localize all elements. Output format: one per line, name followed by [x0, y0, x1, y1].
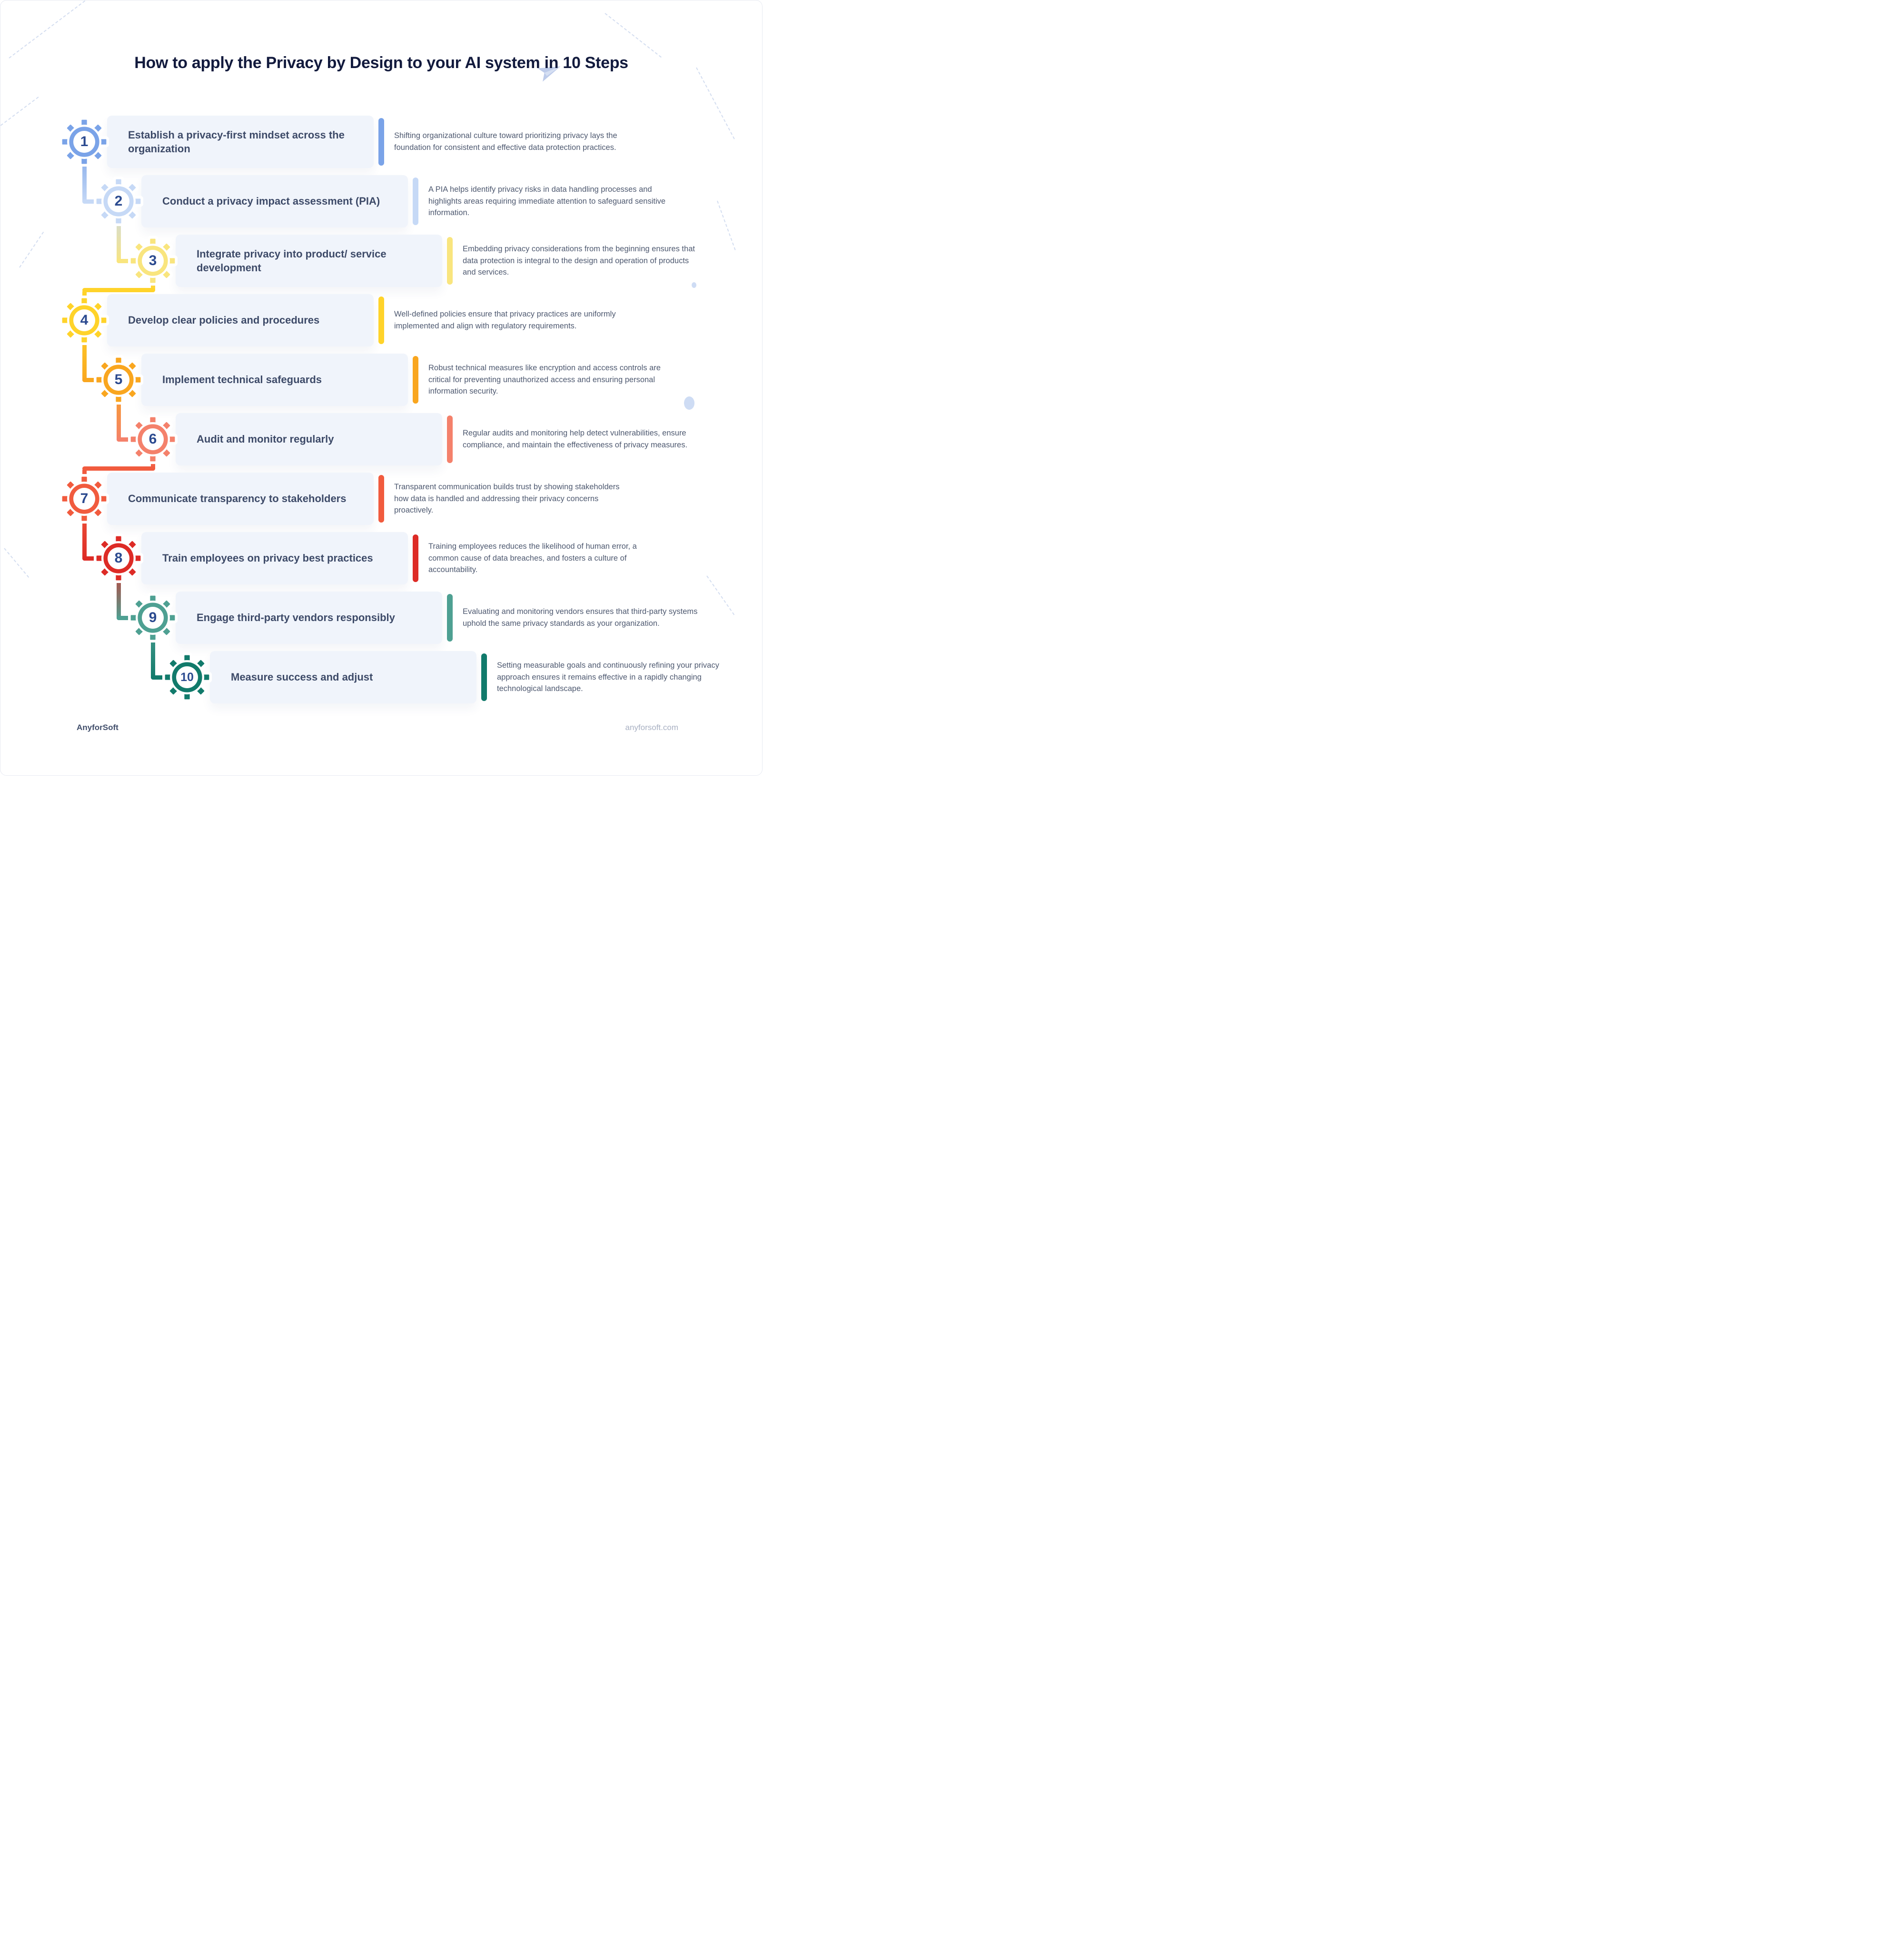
step-description: Robust technical measures like encryptio…	[428, 363, 661, 396]
step-number: 5	[114, 372, 123, 387]
gear-icon: 10	[162, 652, 212, 702]
step-row: Develop clear policies and procedures We…	[0, 294, 762, 346]
accent-bar	[378, 475, 384, 523]
step-description: Setting measurable goals and continuousl…	[497, 661, 719, 693]
step-description-wrap: Robust technical measures like encryptio…	[428, 354, 666, 406]
step-card: Engage third-party vendors responsibly	[176, 592, 442, 644]
step-title: Develop clear policies and procedures	[128, 314, 320, 326]
accent-bar	[413, 356, 418, 404]
accent-bar	[378, 296, 384, 344]
step-title: Communicate transparency to stakeholders	[128, 493, 347, 505]
gear-icon: 9	[128, 593, 178, 642]
step-description: Regular audits and monitoring help detec…	[463, 429, 688, 449]
step-row: Implement technical safeguards Robust te…	[0, 354, 762, 406]
step-number: 9	[149, 610, 157, 625]
step-description-wrap: Regular audits and monitoring help detec…	[463, 413, 701, 465]
accent-bar	[447, 594, 453, 642]
gear-icon: 8	[94, 534, 143, 583]
step-number: 4	[80, 312, 89, 328]
step-title: Conduct a privacy impact assessment (PIA…	[162, 195, 380, 208]
step-row: Integrate privacy into product/ service …	[0, 235, 762, 287]
gear-icon: 6	[128, 415, 178, 464]
step-description-wrap: Shifting organizational culture toward p…	[394, 116, 632, 168]
step-row: Engage third-party vendors responsibly E…	[0, 592, 762, 644]
accent-bar	[413, 534, 418, 582]
step-card: Train employees on privacy best practice…	[141, 532, 408, 584]
gear-icon: 5	[94, 355, 143, 405]
step-description: A PIA helps identify privacy risks in da…	[428, 185, 666, 217]
step-description-wrap: Evaluating and monitoring vendors ensure…	[463, 592, 701, 644]
step-description-wrap: Transparent communication builds trust b…	[394, 473, 632, 525]
step-description: Shifting organizational culture toward p…	[394, 131, 617, 152]
gear-icon: 7	[60, 474, 109, 524]
step-row: Train employees on privacy best practice…	[0, 532, 762, 584]
step-title: Establish a privacy-first mindset across…	[128, 128, 345, 155]
accent-bar	[481, 653, 487, 701]
step-description-wrap: Setting measurable goals and continuousl…	[497, 651, 737, 703]
dot-decor	[684, 396, 694, 410]
step-title: Implement technical safeguards	[162, 374, 322, 386]
step-card: Conduct a privacy impact assessment (PIA…	[141, 175, 408, 227]
step-card: Implement technical safeguards	[141, 354, 408, 406]
step-number: 1	[80, 134, 89, 149]
gear-icon: 4	[60, 296, 109, 345]
gear-icon: 2	[94, 177, 143, 226]
step-description-wrap: A PIA helps identify privacy risks in da…	[428, 175, 666, 227]
accent-bar	[447, 415, 453, 463]
infographic-canvas: How to apply the Privacy by Design to yo…	[0, 0, 763, 776]
step-description: Evaluating and monitoring vendors ensure…	[463, 607, 698, 628]
step-description: Training employees reduces the likelihoo…	[428, 542, 637, 574]
step-row: Measure success and adjust Setting measu…	[0, 651, 762, 703]
step-card: Integrate privacy into product/ service …	[176, 235, 442, 287]
step-number: 8	[114, 550, 123, 566]
step-description-wrap: Embedding privacy considerations from th…	[463, 235, 701, 287]
step-number: 6	[149, 431, 157, 447]
step-row: Establish a privacy-first mindset across…	[0, 116, 762, 168]
step-description: Transparent communication builds trust b…	[394, 482, 620, 515]
step-title: Audit and monitor regularly	[197, 433, 334, 445]
website-url: anyforsoft.com	[625, 723, 679, 732]
dot-decor	[692, 282, 696, 288]
step-description-wrap: Training employees reduces the likelihoo…	[428, 532, 666, 584]
step-number: 3	[149, 253, 157, 268]
page-title: How to apply the Privacy by Design to yo…	[134, 54, 628, 72]
step-title: Train employees on privacy best practice…	[162, 552, 373, 564]
step-card: Communicate transparency to stakeholders	[107, 473, 374, 525]
step-row: Conduct a privacy impact assessment (PIA…	[0, 175, 762, 227]
accent-bar	[447, 237, 453, 285]
step-number: 2	[114, 193, 123, 209]
step-card: Audit and monitor regularly	[176, 413, 442, 465]
step-number: 7	[80, 491, 89, 506]
accent-bar	[413, 178, 418, 225]
step-row: Communicate transparency to stakeholders…	[0, 473, 762, 525]
step-description: Well-defined policies ensure that privac…	[394, 310, 616, 330]
step-card: Develop clear policies and procedures	[107, 294, 374, 346]
gear-icon: 3	[128, 236, 178, 286]
brand-name: AnyforSoft	[77, 723, 119, 732]
step-card: Establish a privacy-first mindset across…	[107, 116, 374, 168]
paper-plane-icon	[537, 66, 561, 82]
step-row: Audit and monitor regularly Regular audi…	[0, 413, 762, 465]
step-card: Measure success and adjust	[210, 651, 476, 703]
step-title: Integrate privacy into product/ service …	[197, 247, 387, 274]
step-number: 10	[180, 670, 194, 684]
gear-icon: 1	[60, 117, 109, 167]
step-description-wrap: Well-defined policies ensure that privac…	[394, 294, 632, 346]
step-title: Engage third-party vendors responsibly	[197, 612, 395, 624]
accent-bar	[378, 118, 384, 166]
step-description: Embedding privacy considerations from th…	[463, 244, 695, 277]
step-title: Measure success and adjust	[231, 671, 373, 683]
